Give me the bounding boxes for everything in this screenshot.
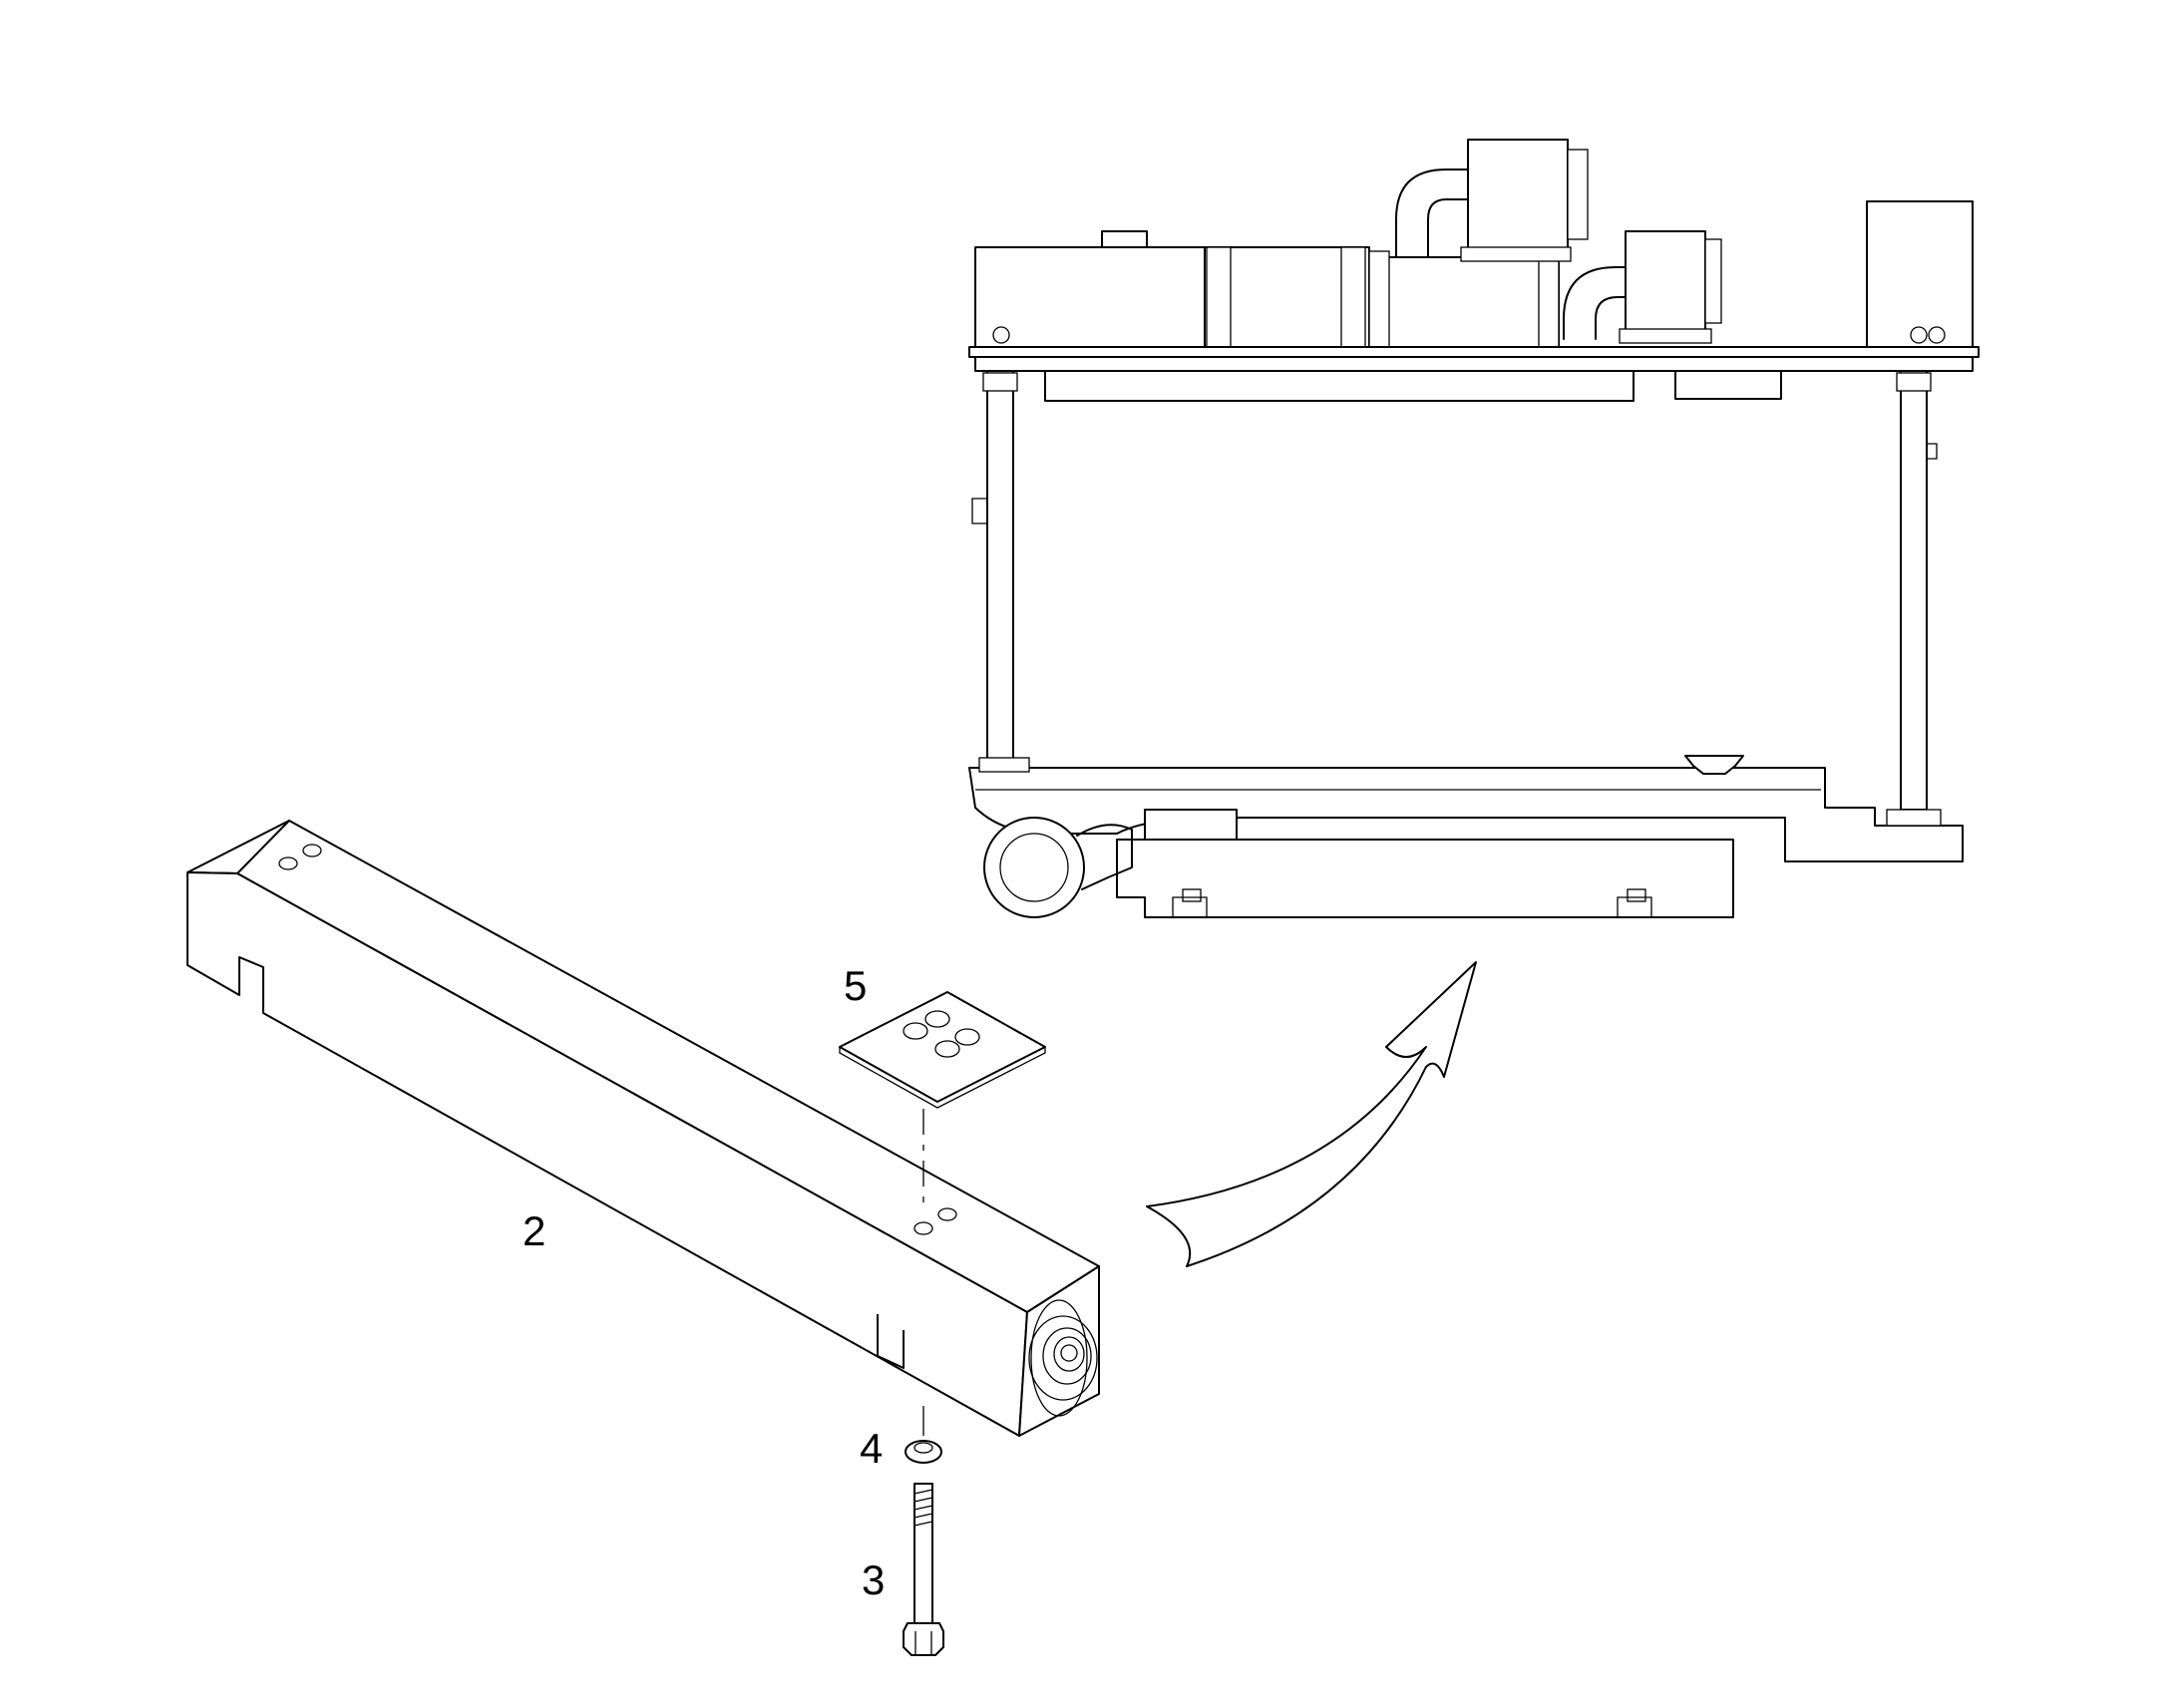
round-flange <box>983 817 1085 918</box>
callout-beam: 2 <box>523 1207 546 1254</box>
wooden-beam <box>186 820 1100 1437</box>
left-post <box>986 370 1014 763</box>
beam-hole <box>937 1207 957 1221</box>
machine-assembly <box>968 139 1980 918</box>
bolt-shank <box>913 1483 933 1624</box>
right-post <box>1900 370 1928 811</box>
beam-notch <box>877 1314 905 1369</box>
top-deck-rail <box>968 346 1980 358</box>
bolt-head <box>903 1622 944 1656</box>
beam-hole <box>913 1221 933 1235</box>
box-handle <box>1101 230 1148 248</box>
left-equipment-box <box>974 246 1206 358</box>
duct-elbow-left <box>1395 169 1475 258</box>
bottom-deck-frame <box>968 767 1964 862</box>
wear-plate <box>839 991 1046 1109</box>
duct-flange-box-right <box>1625 230 1706 332</box>
wood-grain-rings <box>1028 1299 1098 1417</box>
right-cabinet <box>1866 200 1974 348</box>
beam-side-face <box>186 871 1028 1437</box>
callout-washer: 4 <box>860 1425 884 1472</box>
curved-arrow <box>1146 961 1477 1267</box>
callout-bolt: 3 <box>862 1556 886 1603</box>
funnel-fitting <box>1684 755 1744 775</box>
callout-plate: 5 <box>844 962 868 1009</box>
bolt <box>903 1483 944 1656</box>
duct-flange-box-left <box>1467 139 1569 250</box>
top-deck-lower-rail <box>974 356 1974 372</box>
arrow-shape <box>1146 961 1477 1267</box>
hanging-tank <box>1116 839 1734 918</box>
beam-hole <box>278 856 298 870</box>
top-deck-tray <box>1044 370 1635 402</box>
right-equipment-box <box>1368 256 1560 358</box>
washer <box>905 1440 942 1464</box>
beam-end-face <box>1018 1265 1100 1437</box>
beam-hole <box>302 844 322 857</box>
